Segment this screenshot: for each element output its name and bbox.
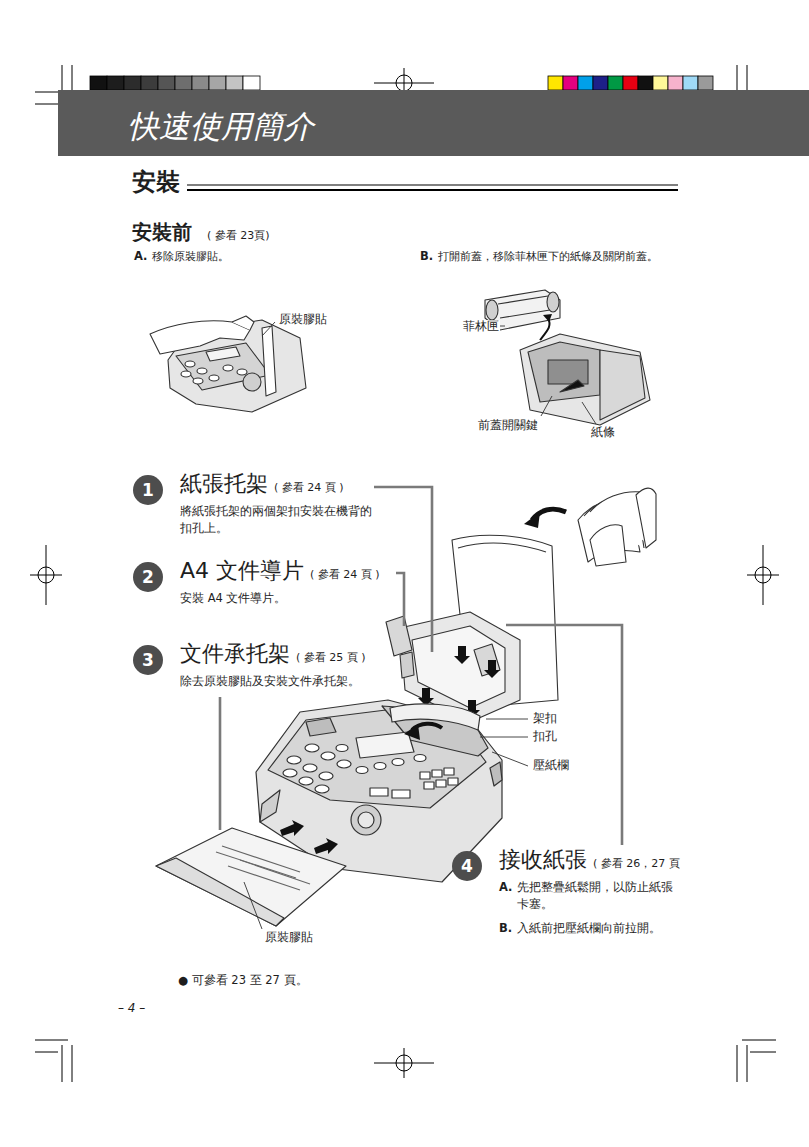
part-label: 原裝膠貼 [264,931,314,945]
step-text: A4 文件導片 ( 參看 24 頁 ) 安裝 A4 文件導片。 [180,557,380,607]
part-label: ( 參看 23頁) [207,229,270,242]
callout-number: 3 [142,652,154,669]
step-text: 紙張托架 ( 參看 24 頁 ) 將紙張托架的兩個架扣安裝在機背的扣孔上。 [180,470,380,538]
step-letter: B. [499,920,517,938]
part-label: 扣孔 [532,730,558,744]
part-label: 菲林匣 [462,320,500,334]
step-heading: 接收紙張 [499,846,587,874]
part-label: 紙條 [590,426,616,440]
step-body-row: 除去原裝膠貼及安裝文件承托架。 [180,673,380,691]
callout-number: 4 [461,858,473,875]
part-label: 安裝前 [132,220,192,244]
step-number-circle: 2 [133,562,163,592]
step-number-circle: 3 [133,645,163,675]
step-heading-row: A4 文件導片 ( 參看 24 頁 ) [180,557,380,585]
page-reference: ( 參看 25 頁 ) [296,650,366,665]
step-callout: 2A4 文件導片( 參看 24 頁 )安裝 A4 文件導片。 [133,562,380,608]
step-text: 文件承托架 ( 參看 25 頁 ) 除去原裝膠貼及安裝文件承托架。 [180,640,380,690]
step-body-row: A.先把整疊紙鬆開，以防止紙張卡塞。 [499,879,681,915]
page-reference: ( 參看 24 頁 ) [274,480,344,495]
step-body: 安裝 A4 文件導片。 [180,590,380,608]
step-body: 將紙張托架的兩個架扣安裝在機背的扣孔上。 [180,503,380,539]
step-heading: 文件承托架 [180,640,290,668]
step-heading-row: 紙張托架 ( 參看 24 頁 ) [180,470,380,498]
step-number-circle: 1 [133,475,163,505]
part-label: 安裝 [132,168,180,197]
part-label: – 4 – [118,1001,145,1015]
step-body-row: 安裝 A4 文件導片。 [180,590,380,608]
page-title: 快速使用簡介 [128,108,314,145]
step-heading: A4 文件導片 [180,557,304,585]
part-label: ● 可參看 23 至 27 頁。 [178,974,308,988]
part-label: 架扣 [532,712,558,726]
part-label: A. [134,250,147,264]
step-body-row: 將紙張托架的兩個架扣安裝在機背的扣孔上。 [180,503,380,539]
part-label: 前蓋開關鍵 [477,419,539,433]
page-reference: ( 參看 26，27 頁 [593,856,680,871]
step-heading-row: 接收紙張 ( 參看 26，27 頁 [499,846,681,874]
step-callout: 3文件承托架( 參看 25 頁 )除去原裝膠貼及安裝文件承托架。 [133,645,380,691]
page-reference: ( 參看 24 頁 ) [310,567,380,582]
step-text: 接收紙張( 參看 26，27 頁A.先把整疊紙鬆開，以防止紙張卡塞。B.入紙前把… [499,846,681,938]
part-label: 打開前蓋，移除菲林匣下的紙條及關閉前蓋。 [438,250,658,263]
step-heading: 紙張托架 [180,470,268,498]
step-letter: A. [499,879,517,897]
part-label: 移除原裝膠貼。 [152,250,229,263]
part-label: 原裝膠貼 [278,313,328,327]
part-label: 壓紙欄 [532,759,570,773]
callout-number: 2 [142,569,154,586]
step-callout: 4接收紙張( 參看 26，27 頁A.先把整疊紙鬆開，以防止紙張卡塞。B.入紙前… [452,851,681,938]
step-body: 先把整疊紙鬆開，以防止紙張卡塞。 [517,879,681,915]
step-body: 除去原裝膠貼及安裝文件承托架。 [180,673,380,691]
step-heading-row: 文件承托架 ( 參看 25 頁 ) [180,640,380,668]
step-number-circle: 4 [452,851,482,881]
part-label: B. [420,250,433,264]
step-body-row: B.入紙前把壓紙欄向前拉開。 [499,920,681,938]
step-callout: 1紙張托架( 參看 24 頁 )將紙張托架的兩個架扣安裝在機背的扣孔上。 [133,475,380,539]
step-body: 入紙前把壓紙欄向前拉開。 [517,920,681,938]
callout-number: 1 [142,482,154,499]
